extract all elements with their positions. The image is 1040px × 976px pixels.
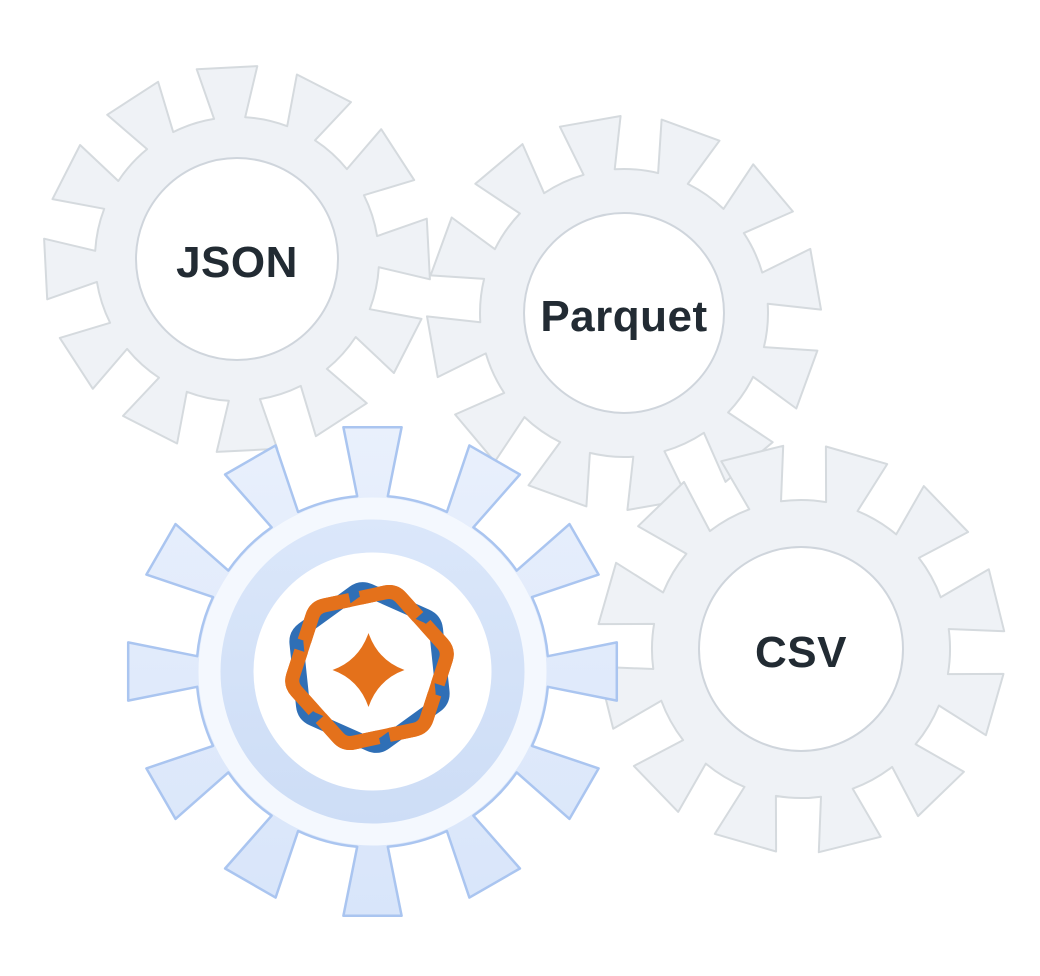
gear-parquet: Parquet	[426, 115, 822, 511]
hexagon-sparkle-logo	[285, 582, 454, 753]
gear-parquet-label: Parquet	[540, 292, 707, 341]
logo-hexagon-blue	[289, 582, 450, 753]
logo-hexagon-orange-overlay	[285, 584, 454, 751]
gear-csv-label: CSV	[755, 628, 847, 677]
gear-json: JSON	[43, 65, 431, 453]
gear-parquet-hole	[523, 212, 725, 414]
gear-csv-hole	[698, 546, 904, 752]
gear-center-blue	[126, 425, 619, 918]
gear-json-hole	[135, 157, 339, 361]
gear-json-label: JSON	[176, 238, 298, 287]
logo-star-icon	[332, 633, 405, 707]
gear-csv: CSV	[596, 444, 1006, 854]
